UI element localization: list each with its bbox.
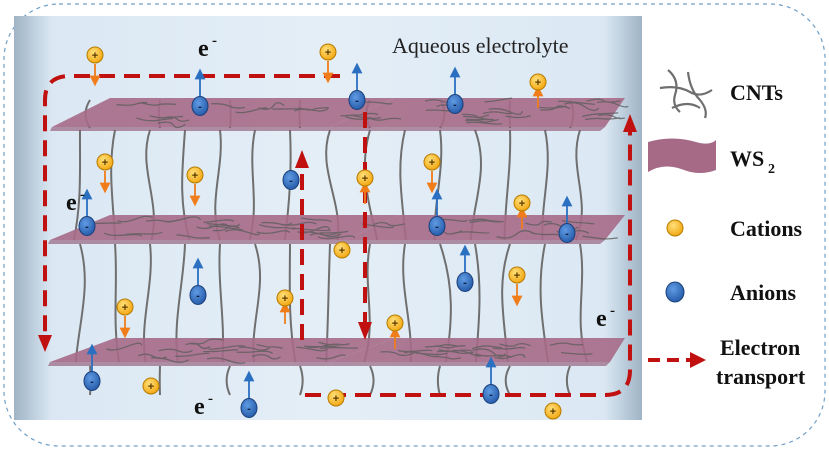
svg-text:+: + <box>339 245 345 257</box>
svg-text:-: - <box>289 175 293 187</box>
anion-ion: - <box>189 257 207 305</box>
anion-ion: - <box>482 356 500 404</box>
svg-text:+: + <box>519 198 525 210</box>
svg-text:+: + <box>102 157 108 169</box>
sheet-cnt-texture <box>92 97 629 364</box>
svg-text:+: + <box>325 47 331 59</box>
legend-cations-label: Cations <box>730 216 803 241</box>
svg-text:e: e <box>66 190 77 216</box>
legend-electron-transport-icon <box>648 352 706 368</box>
svg-text:+: + <box>535 77 541 89</box>
svg-text:e: e <box>198 36 209 62</box>
svg-text:+: + <box>550 406 556 418</box>
svg-text:-: - <box>85 221 89 233</box>
anion-ion: - <box>446 66 464 114</box>
svg-text:+: + <box>92 50 98 62</box>
svg-text:+: + <box>122 302 128 314</box>
svg-text:+: + <box>392 318 398 330</box>
svg-text:+: + <box>192 170 198 182</box>
svg-text:-: - <box>453 99 457 111</box>
svg-text:-: - <box>208 391 213 407</box>
anion-ion: - <box>456 244 474 292</box>
anion-ion: - <box>348 62 366 110</box>
legend-anions-label: Anions <box>730 280 796 305</box>
svg-text:-: - <box>90 376 94 388</box>
svg-text:+: + <box>333 393 339 405</box>
cation-ion: + <box>386 314 404 349</box>
cation-ion: + <box>529 73 547 108</box>
svg-text:-: - <box>565 228 569 240</box>
electron-label-top: e - <box>198 33 217 62</box>
legend-ws2-label: WS 2 <box>730 146 775 177</box>
svg-text:-: - <box>247 403 251 415</box>
anion-ion: - <box>240 370 258 418</box>
cation-ion: + <box>86 46 104 87</box>
svg-text:+: + <box>429 157 435 169</box>
legend-cnts-label: CNTs <box>730 80 783 105</box>
electron-label-right: e - <box>596 303 615 332</box>
legend-electron-label: Electron <box>720 335 800 360</box>
legend: CNTs WS 2 Cations Anions Electron transp… <box>648 69 806 389</box>
cation-ion: + <box>508 266 526 307</box>
legend-anion-icon <box>665 281 685 303</box>
electron-transport-path <box>43 74 632 397</box>
legend-ws2-icon <box>648 138 716 173</box>
svg-text:2: 2 <box>768 162 775 177</box>
outer-border <box>3 3 826 447</box>
electron-label-bottom: e - <box>194 391 213 420</box>
anion-ion: - <box>191 68 209 116</box>
electron-path-arrowheads <box>38 114 637 352</box>
svg-text:e: e <box>596 306 607 332</box>
legend-cation-icon <box>666 219 684 237</box>
cation-ion: + <box>142 377 160 395</box>
svg-text:-: - <box>463 277 467 289</box>
cation-ion: + <box>513 194 531 229</box>
ions: + + + + + + + + + + + + + + + + - - - - - - - - - - - - <box>78 43 576 420</box>
legend-cnt-icon <box>659 69 713 119</box>
anion-ion: - <box>282 170 300 190</box>
cation-ion: + <box>544 402 562 420</box>
cation-ion: + <box>423 153 441 194</box>
svg-text:e: e <box>194 394 205 420</box>
electrolyte-label: Aqueous electrolyte <box>392 33 569 58</box>
anion-ion: - <box>78 188 96 236</box>
electron-label-left: e - <box>66 187 85 216</box>
svg-text:+: + <box>362 173 368 185</box>
cation-ion: + <box>186 166 204 207</box>
cation-ion: + <box>356 169 374 204</box>
cation-ion: + <box>327 389 345 407</box>
anion-ion: - <box>428 188 446 236</box>
cation-ion: + <box>333 241 351 259</box>
ws2-sheet-bottom <box>48 338 625 366</box>
svg-text:-: - <box>198 101 202 113</box>
svg-text:WS: WS <box>730 146 764 171</box>
svg-text:-: - <box>610 303 615 319</box>
cation-ion: + <box>96 153 114 194</box>
cation-ion: + <box>116 298 134 339</box>
svg-text:-: - <box>355 95 359 107</box>
svg-text:-: - <box>212 33 217 49</box>
legend-transport-label: transport <box>716 364 806 389</box>
svg-text:+: + <box>282 293 288 305</box>
anion-ion: - <box>83 343 101 391</box>
svg-text:-: - <box>196 290 200 302</box>
svg-text:-: - <box>435 221 439 233</box>
cation-ion: + <box>319 43 337 84</box>
ws2-sheet-top <box>50 98 625 131</box>
svg-text:-: - <box>80 187 85 203</box>
svg-text:+: + <box>148 381 154 393</box>
svg-text:+: + <box>514 270 520 282</box>
svg-text:-: - <box>489 389 493 401</box>
cation-ion: + <box>276 289 294 324</box>
anion-ion: - <box>558 195 576 243</box>
